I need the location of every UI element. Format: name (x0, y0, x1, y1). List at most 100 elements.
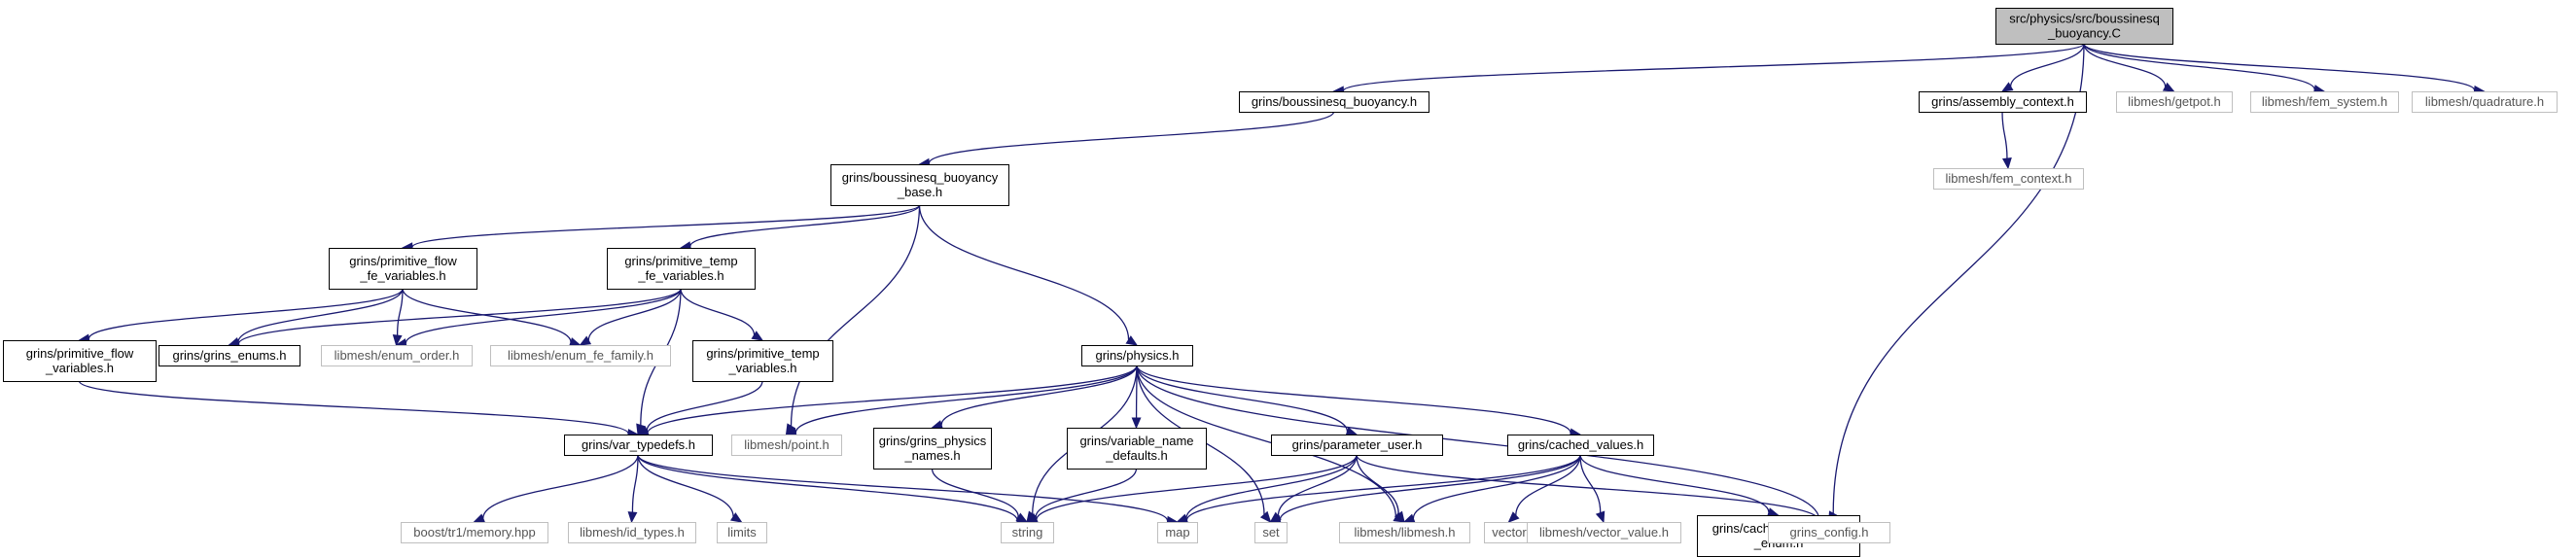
edge-line (647, 365, 1138, 434)
edge-line (940, 365, 1138, 426)
node-box (1081, 345, 1193, 366)
node-label: _base.h (897, 185, 942, 199)
node-label: _defaults.h (1105, 448, 1168, 463)
node-label: grins/primitive_flow (26, 346, 134, 361)
edge-line (482, 454, 639, 519)
edge-line (1136, 365, 1397, 517)
edge-line (931, 468, 1019, 518)
node-box (1768, 522, 1890, 543)
edge-line (2083, 43, 2167, 87)
arrowhead-icon (392, 334, 403, 347)
edge-line (1342, 43, 2085, 91)
node-label: grins/parameter_user.h (1292, 437, 1423, 452)
node-grins-config: grins_config.h (1768, 522, 1890, 543)
node-bb-h[interactable]: grins/boussinesq_buoyancy.h (1239, 91, 1429, 113)
node-pf-fe[interactable]: grins/primitive_flow_fe_variables.h (329, 248, 477, 290)
edge-cached_values-to-libmesh (1402, 454, 1581, 523)
node-getpot: libmesh/getpot.h (2116, 91, 2233, 113)
edge-line (631, 454, 639, 513)
node-label: grins/primitive_temp (624, 254, 737, 268)
node-var-typedefs[interactable]: grins/var_typedefs.h (564, 435, 713, 456)
node-label: libmesh/vector_value.h (1539, 525, 1669, 540)
nodes-layer: src/physics/src/boussinesq_buoyancy.Cgri… (3, 8, 2558, 557)
node-box (1339, 522, 1470, 543)
node-pt-var[interactable]: grins/primitive_temp_variables.h (692, 340, 833, 382)
node-box (3, 340, 157, 382)
edge-line (1356, 454, 1820, 521)
node-label: _names.h (903, 448, 960, 463)
edge-var_typedefs-to-memory (473, 454, 639, 523)
node-label: grins/grins_physics (879, 434, 987, 448)
node-label: grins_config.h (1790, 525, 1869, 540)
node-fem-context: libmesh/fem_context.h (1933, 168, 2084, 190)
edges-layer (78, 43, 2486, 526)
node-box (2412, 91, 2558, 113)
node-string: string (1001, 522, 1054, 543)
node-param-user[interactable]: grins/parameter_user.h (1271, 435, 1443, 456)
node-label: libmesh/fem_system.h (2262, 94, 2387, 109)
edge-line (2001, 111, 2008, 159)
edge-cached_values-to-vector (1507, 454, 1581, 523)
node-fem-system: libmesh/fem_system.h (2250, 91, 2399, 113)
node-pf-var[interactable]: grins/primitive_flow_variables.h (3, 340, 157, 382)
node-libmesh: libmesh/libmesh.h (1339, 522, 1470, 543)
node-label: _fe_variables.h (359, 268, 445, 283)
edge-var_typedefs-to-limits (637, 454, 743, 523)
node-physics[interactable]: grins/physics.h (1081, 345, 1193, 366)
node-label: grins/primitive_temp (706, 346, 819, 361)
edge-bb_base-to-physics (918, 204, 1139, 346)
node-box (1254, 522, 1288, 543)
edge-line (2009, 43, 2085, 87)
node-label: set (1262, 525, 1280, 540)
edge-line (411, 204, 921, 248)
edge-physics-to-cached_values (1136, 365, 1582, 438)
edge-line (2083, 43, 2315, 90)
edge-line (790, 204, 921, 427)
node-assembly[interactable]: grins/assembly_context.h (1919, 91, 2087, 113)
edge-line (1136, 365, 1349, 433)
node-label: libmesh/quadrature.h (2425, 94, 2544, 109)
arrowhead-icon (1767, 507, 1780, 517)
node-set: set (1254, 522, 1288, 543)
node-var-name-defaults[interactable]: grins/variable_name_defaults.h (1067, 428, 1207, 470)
edge-line (689, 204, 921, 247)
node-label: vector (1492, 525, 1527, 540)
edge-pf_fe-to-enum_fe_family (402, 288, 582, 347)
node-bb-base[interactable]: grins/boussinesq_buoyancy_base.h (830, 164, 1009, 206)
edge-bb_base-to-point (785, 204, 921, 436)
node-box (692, 340, 833, 382)
edge-line (78, 380, 629, 435)
node-enums[interactable]: grins/grins_enums.h (159, 345, 300, 366)
node-label: grins/primitive_flow (349, 254, 457, 268)
node-vector-value: libmesh/vector_value.h (1527, 522, 1681, 543)
node-cached-values[interactable]: grins/cached_values.h (1507, 435, 1654, 456)
arrowhead-icon (627, 511, 638, 524)
edge-line (1185, 454, 1581, 521)
node-box (490, 345, 671, 366)
edge-line (637, 454, 1169, 522)
arrowhead-icon (1015, 512, 1029, 523)
edge-root-to-getpot (2083, 43, 2175, 92)
arrowhead-icon (729, 512, 743, 523)
node-pt-fe[interactable]: grins/primitive_temp_fe_variables.h (607, 248, 756, 290)
node-box (1239, 91, 1429, 113)
arrowhead-icon (1507, 511, 1520, 523)
edge-line (680, 288, 756, 335)
edge-line (1579, 454, 1770, 513)
node-label: limits (727, 525, 757, 540)
edge-line (1579, 454, 1602, 513)
edge-line (237, 288, 682, 345)
arrowhead-icon (2000, 82, 2014, 92)
node-label: _variables.h (727, 361, 796, 375)
node-box (1995, 8, 2173, 45)
node-phys-names[interactable]: grins/grins_physics_names.h (873, 428, 992, 470)
node-box (1919, 91, 2087, 113)
edge-root-to-assembly (2000, 43, 2085, 92)
node-box (873, 428, 992, 470)
node-box (2116, 91, 2233, 113)
edge-root-to-bb_h (1332, 43, 2085, 96)
arrowhead-icon (2001, 157, 2012, 170)
node-label: libmesh/id_types.h (580, 525, 685, 540)
edge-pt_fe-to-enums (228, 288, 682, 349)
edge-pt_fe-to-enum_fe_family (579, 288, 682, 346)
